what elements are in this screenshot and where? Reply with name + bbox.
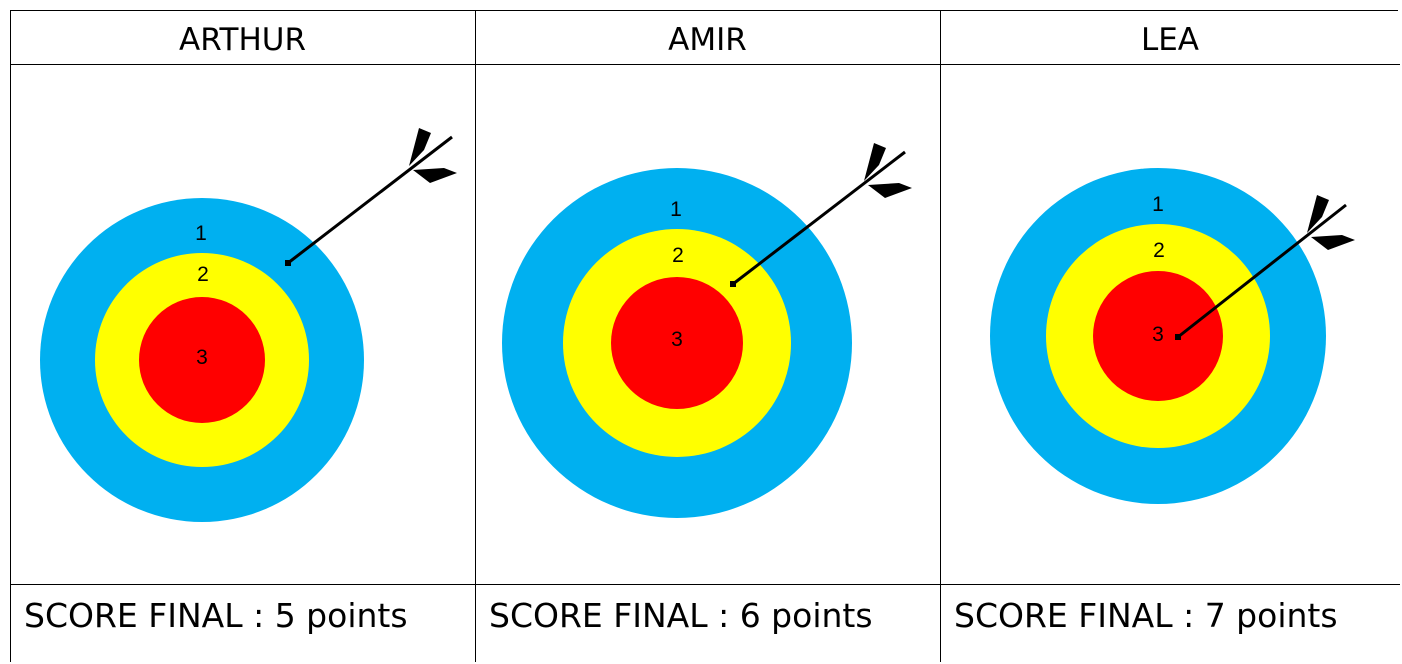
target-arthur: 1 2 3 xyxy=(40,128,457,522)
target-amir: 1 2 3 xyxy=(502,143,912,518)
ring-label-2: 2 xyxy=(672,244,684,267)
ring-label-3: 3 xyxy=(196,346,208,369)
ring-label-2: 2 xyxy=(1153,239,1165,262)
target-lea: 1 2 3 xyxy=(990,168,1355,504)
ring-label-3: 3 xyxy=(1152,323,1164,346)
arrow-icon xyxy=(285,128,457,266)
ring-label-3: 3 xyxy=(671,328,683,351)
ring-label-1: 1 xyxy=(1152,193,1164,216)
score-amir: SCORE FINAL : 6 points xyxy=(489,594,873,638)
score-lea: SCORE FINAL : 7 points xyxy=(954,594,1338,638)
ring-label-1: 1 xyxy=(670,198,682,221)
score-arthur: SCORE FINAL : 5 points xyxy=(24,594,408,638)
ring-label-1: 1 xyxy=(195,222,207,245)
ring-label-2: 2 xyxy=(197,263,209,286)
